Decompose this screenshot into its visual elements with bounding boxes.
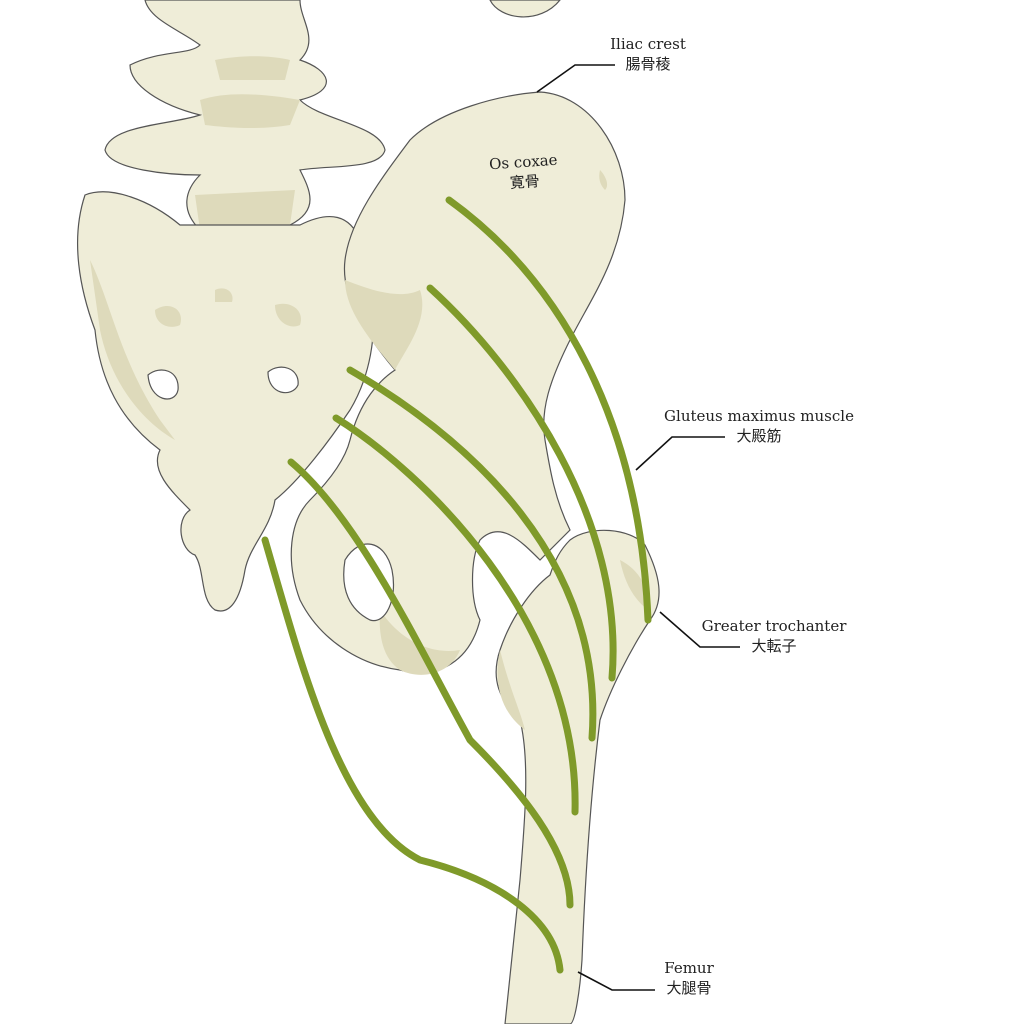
label-gluteus-maximus: Gluteus maximus muscle 大殿筋 xyxy=(644,406,874,446)
muscle-fiber-6 xyxy=(261,536,564,974)
lumbar-spine xyxy=(104,0,386,231)
label-jp: 腸骨稜 xyxy=(625,55,671,73)
label-en: Femur xyxy=(664,959,714,977)
leader-line-trochanter xyxy=(659,611,740,648)
label-jp: 大転子 xyxy=(751,637,797,655)
gluteus-maximus-fibers xyxy=(261,196,652,974)
upper-bone-fragment xyxy=(489,0,561,18)
os-coxae xyxy=(290,91,626,675)
label-jp: 大腿骨 xyxy=(666,979,712,997)
label-en: Iliac crest xyxy=(610,35,686,53)
muscle-fiber-3 xyxy=(346,366,597,742)
label-iliac-crest: Iliac crest 腸骨稜 xyxy=(598,34,698,74)
leader-line-gluteus xyxy=(635,436,725,471)
label-en: Gluteus maximus muscle xyxy=(664,407,854,425)
muscle-fiber-4 xyxy=(332,414,579,816)
leader-line-iliac-crest xyxy=(536,64,615,93)
muscle-fiber-1 xyxy=(445,196,652,624)
label-femur: Femur 大腿骨 xyxy=(649,958,729,998)
label-jp: 大殿筋 xyxy=(736,427,782,445)
leader-line-femur xyxy=(577,971,655,991)
label-os-coxae: Os coxae 寛骨 xyxy=(473,149,576,196)
sacrum xyxy=(76,191,375,612)
label-en: Greater trochanter xyxy=(701,617,847,635)
muscle-fiber-2 xyxy=(426,284,617,682)
muscle-fiber-5 xyxy=(287,458,574,909)
label-greater-trochanter: Greater trochanter 大転子 xyxy=(689,616,859,656)
